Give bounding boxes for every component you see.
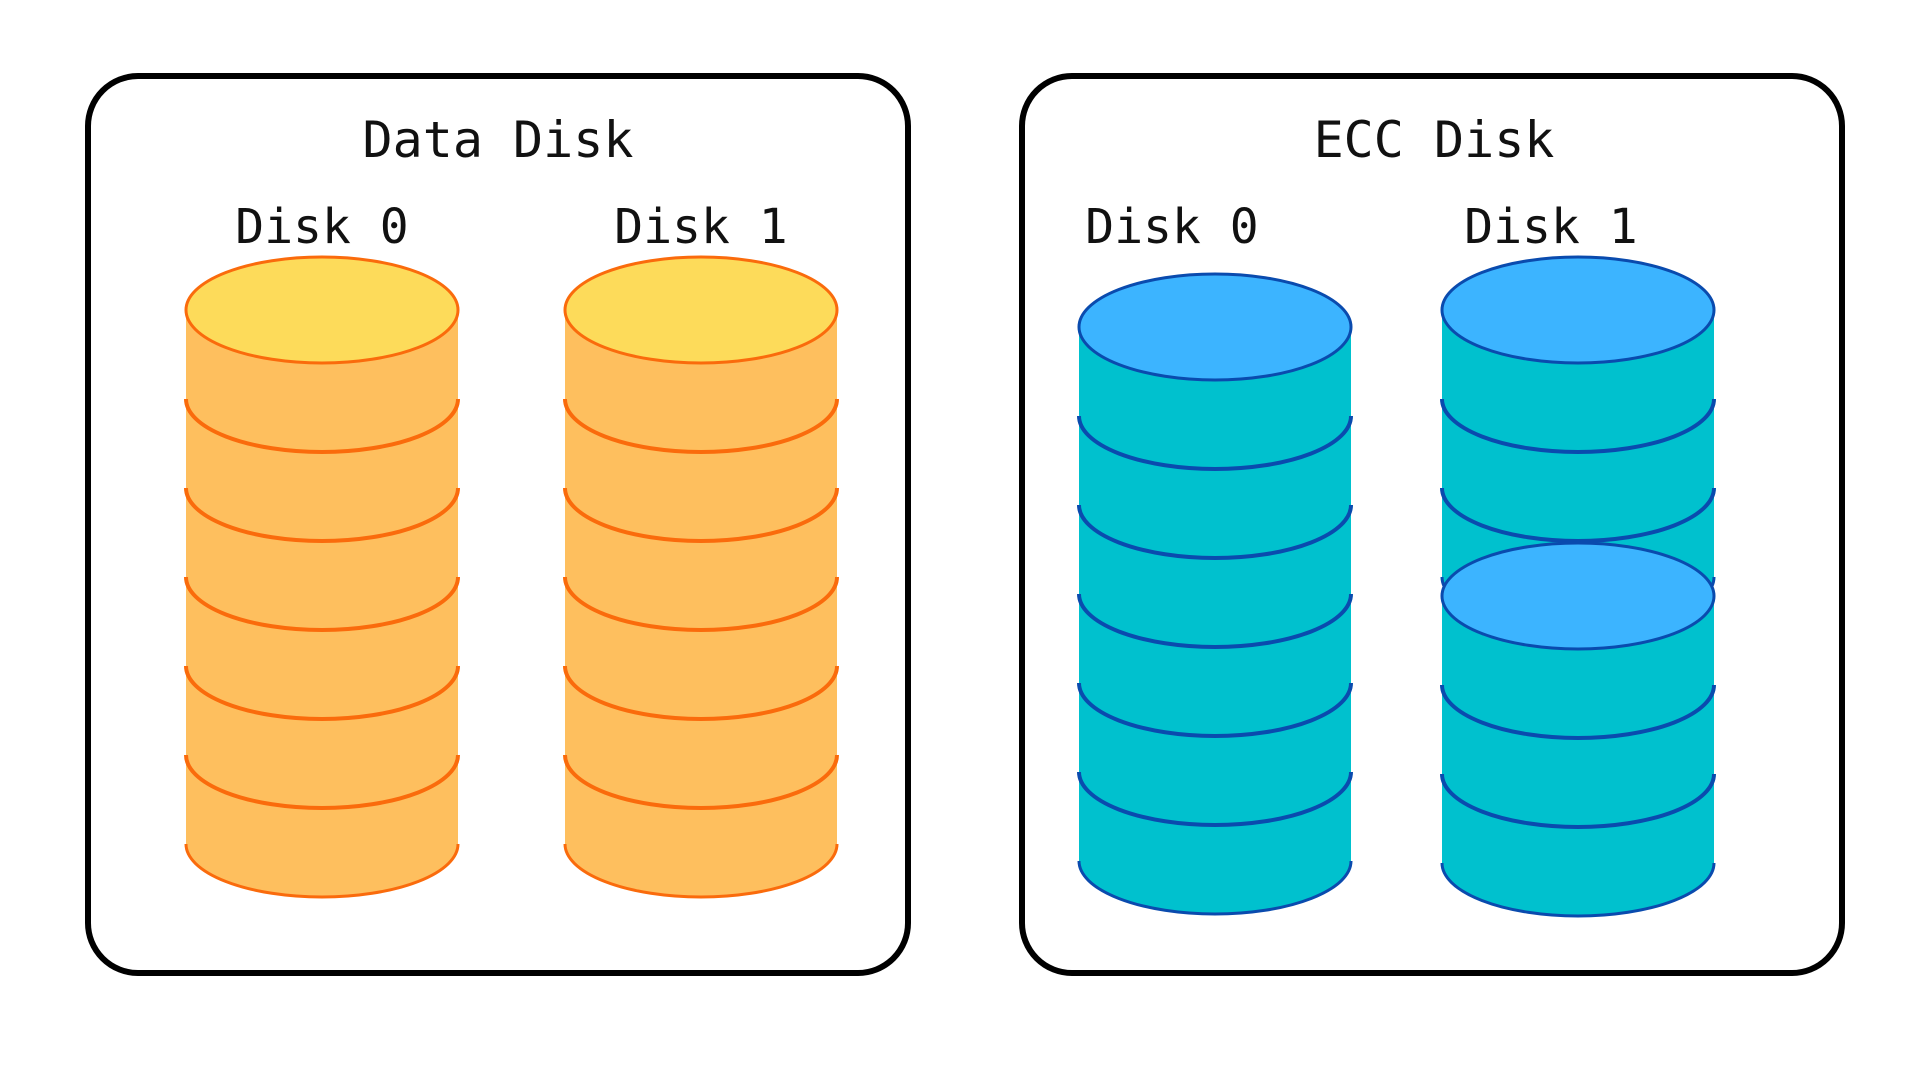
ecc-disk-0-top-cap (1077, 272, 1353, 382)
ecc-disk-1-lower-top-cap (1440, 541, 1716, 651)
data-disk-1-segment-divider (563, 754, 839, 810)
ecc-disk-1-upper-top-cap (1440, 255, 1716, 365)
data-disk-panel-title: Data Disk (363, 111, 634, 169)
ecc-disk-0-stack (1077, 272, 1353, 916)
data-disk-1-segment-divider (563, 487, 839, 543)
ecc-disk-0-segment-divider (1077, 415, 1353, 471)
data-disk-0-top-cap (184, 255, 460, 365)
data-disk-1-top-cap (563, 255, 839, 365)
ecc-disk-0-segment-divider (1077, 593, 1353, 649)
data-disk-0-segment-divider (184, 576, 460, 632)
ecc-disk-panel: ECC Disk Disk 0 Disk 1 (1019, 73, 1845, 976)
data-disk-1-segment-divider (563, 398, 839, 454)
data-disk-1-stack (563, 255, 839, 899)
ecc-disk-0-label: Disk 0 (1085, 199, 1258, 255)
data-disk-panel: Data Disk Disk 0 Disk 1 (85, 73, 911, 976)
ecc-disk-1-label: Disk 1 (1464, 199, 1637, 255)
data-disk-0-segment-divider (184, 487, 460, 543)
data-disk-0-bottom-rim (184, 843, 460, 899)
ecc-disk-1-lower-segment-divider (1440, 684, 1716, 740)
data-disk-0-segment-divider (184, 398, 460, 454)
ecc-disk-1-lower-bottom-rim (1440, 862, 1716, 918)
ecc-disk-0-segment-divider (1077, 682, 1353, 738)
ecc-disk-0-bottom-rim (1077, 860, 1353, 916)
ecc-disk-1-lower-stack (1440, 541, 1716, 918)
data-disk-1-segment-divider (563, 665, 839, 721)
ecc-disk-panel-title: ECC Disk (1314, 111, 1555, 169)
data-disk-0-segment-divider (184, 665, 460, 721)
ecc-disk-1-upper-segment-divider (1440, 398, 1716, 454)
ecc-disk-0-body (1079, 327, 1351, 914)
data-disk-0-segment-divider (184, 754, 460, 810)
data-disk-1-label: Disk 1 (614, 199, 787, 255)
data-disk-1-body (565, 310, 837, 897)
data-disk-0-stack (184, 255, 460, 899)
ecc-disk-0-segment-divider (1077, 771, 1353, 827)
ecc-disk-0-segment-divider (1077, 504, 1353, 560)
data-disk-0-body (186, 310, 458, 897)
ecc-disk-1-upper-segment-divider (1440, 487, 1716, 543)
ecc-disk-1-lower-body (1442, 596, 1714, 916)
ecc-disk-1-lower-segment-divider (1440, 773, 1716, 829)
data-disk-1-segment-divider (563, 576, 839, 632)
data-disk-1-bottom-rim (563, 843, 839, 899)
data-disk-0-label: Disk 0 (235, 199, 408, 255)
